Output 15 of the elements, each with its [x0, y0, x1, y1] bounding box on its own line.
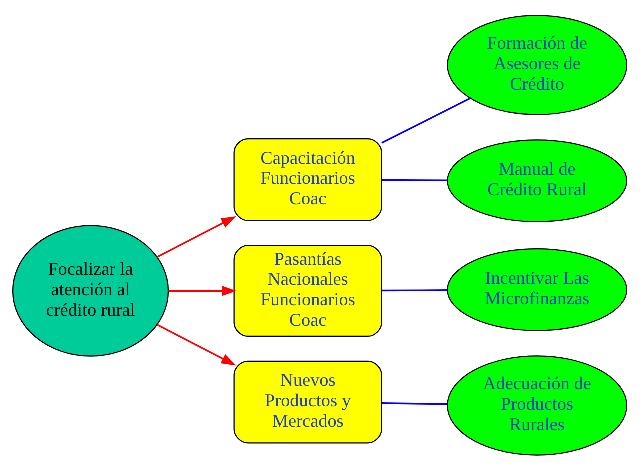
node-box: Nuevos Productos y Mercados [234, 360, 382, 444]
connector [382, 178, 448, 181]
node-ellipse: Formación de Asesores de Crédito [447, 14, 628, 115]
node-box: Capacitación Funcionarios Coac [234, 138, 382, 221]
node-ellipse: Manual de Crédito Rural [447, 139, 628, 222]
node-ellipse: Incentivar Las Microfinanzas [447, 248, 628, 331]
node-ellipse: Focalizar la atención al crédito rural [12, 224, 170, 356]
arrow [156, 324, 236, 366]
node-ellipse: Adecuación de Productos Rurales [447, 355, 628, 456]
arrow [168, 285, 237, 296]
node-box: Pasantías Nacionales Funcionarios Coac [234, 244, 382, 337]
arrow [156, 216, 236, 258]
connector [382, 97, 471, 144]
connector [382, 402, 448, 405]
connector [382, 289, 448, 292]
